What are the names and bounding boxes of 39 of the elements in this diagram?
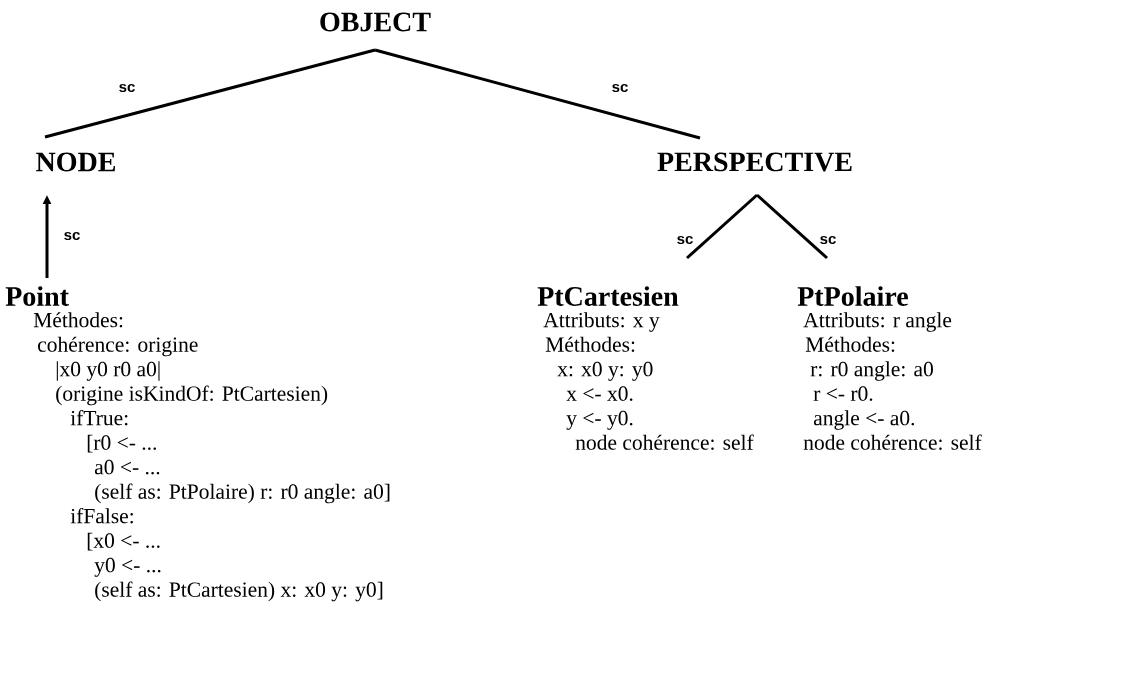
code-line: x: x0 y: y0 [557,361,653,381]
code-line: Attributs: r angle [803,312,952,332]
class-name: PtPolaire [797,286,908,306]
edge-label: sc [119,83,135,93]
code-line: x <- x0. [566,386,633,401]
class-name: PERSPECTIVE [657,152,852,172]
edge-label: sc [820,235,836,245]
code-line: [x0 <- ... [87,532,160,551]
code-line: (self as: PtPolaire) r: r0 angle: a0] [95,483,390,504]
code-line: r: r0 angle: a0 [810,361,933,381]
code-line: y0 <- ... [94,557,161,577]
code-line: Attributs: x y [543,312,660,332]
code-line: y <- y0. [566,410,633,430]
class-name: OBJECT [320,12,431,32]
code-line: (origine isKindOf: PtCartesien) [56,385,328,406]
edge-label: sc [64,231,80,241]
code-line: Méthodes: [545,336,635,352]
connector-line [374,48,701,140]
code-line: Méthodes: [33,312,123,328]
class-name: PtCartesien [537,286,679,306]
code-line: [r0 <- ... [87,434,156,453]
code-line: |x0 y0 r0 a0| [56,361,160,381]
code-line: node cohérence: self [803,434,982,450]
code-line: node cohérence: self [575,434,754,450]
class-name: Point [5,286,69,306]
edge-label: sc [612,83,628,93]
code-line: r <- r0. [813,386,873,401]
class-name: NODE [36,152,115,172]
connector-line [686,193,758,260]
edge-label: sc [677,235,693,245]
connector-line [44,48,376,139]
connector-line [756,193,828,260]
code-line: Méthodes: [805,336,895,352]
code-line: ifFalse: [70,508,133,524]
code-line: cohérence: origine [38,336,198,357]
code-line: ifTrue: [70,410,128,426]
code-line: a0 <- ... [94,459,160,475]
code-line: (self as: PtCartesien) x: x0 y: y0] [95,581,383,602]
code-line: angle <- a0. [813,410,915,430]
